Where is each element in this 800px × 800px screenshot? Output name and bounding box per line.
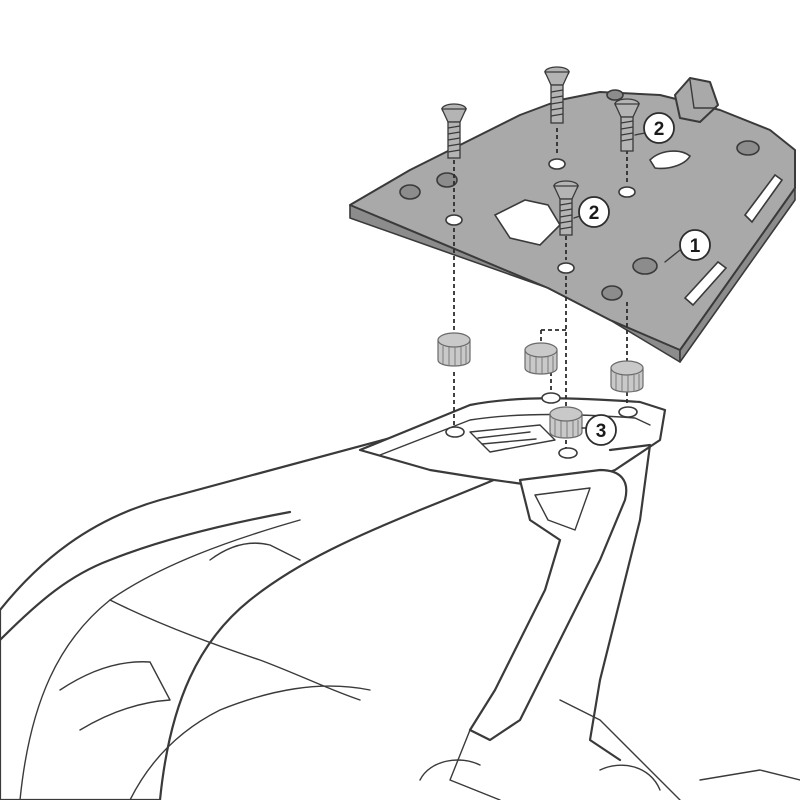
rear-rack-frame bbox=[358, 392, 800, 800]
callout-label: 1 bbox=[690, 236, 701, 257]
alignment-lines bbox=[453, 128, 628, 448]
screw-icon bbox=[613, 98, 641, 152]
callout-label: 2 bbox=[589, 203, 600, 224]
screw-icon bbox=[543, 66, 571, 124]
callout-label: 2 bbox=[654, 119, 665, 140]
spacer-icon bbox=[524, 342, 558, 375]
callout-2-lower: 2 bbox=[573, 196, 610, 228]
callout-2-upper: 2 bbox=[634, 112, 675, 144]
callout-label: 3 bbox=[596, 421, 607, 442]
spacer-icon bbox=[437, 332, 471, 367]
motorcycle-rear-section bbox=[0, 410, 562, 800]
callout-3: 3 bbox=[581, 414, 617, 446]
screw-icon bbox=[440, 103, 468, 159]
spacer-icon bbox=[610, 360, 644, 393]
screw-icon bbox=[552, 180, 580, 236]
spacer-icon bbox=[549, 406, 583, 439]
callout-1: 1 bbox=[664, 229, 711, 263]
